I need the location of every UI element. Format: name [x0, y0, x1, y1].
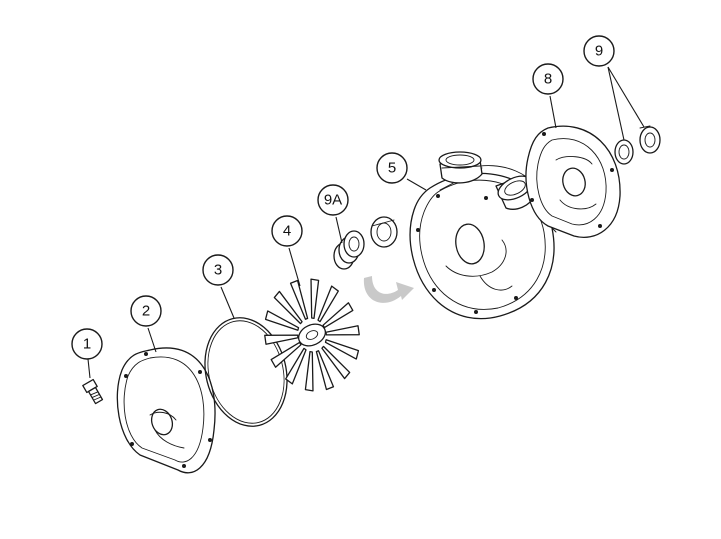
part-8-rear-plate [525, 125, 621, 238]
impeller-vane [324, 339, 360, 360]
svg-text:5: 5 [388, 160, 396, 177]
part-9-seals [614, 125, 661, 165]
callout-9: 9 [583, 35, 615, 67]
impeller-vane [315, 350, 335, 391]
callout-3: 3 [202, 254, 234, 286]
callout-1: 1 [71, 328, 103, 360]
callout-9a: 9A [317, 184, 349, 216]
impeller-vane [325, 325, 360, 336]
impeller-vane [285, 347, 307, 385]
callout-8: 8 [532, 63, 564, 95]
svg-text:1: 1 [83, 336, 91, 353]
svg-text:9: 9 [595, 43, 603, 60]
callout-4: 4 [271, 215, 303, 247]
impeller-vane [317, 285, 339, 323]
part-9a-seal [333, 216, 398, 270]
impeller-vane [322, 302, 354, 329]
svg-text:3: 3 [214, 262, 222, 279]
impeller-vane [273, 290, 303, 325]
assembly-arrow [363, 276, 414, 303]
callouts: 1 2 3 4 9A 5 8 9 [71, 35, 645, 379]
impeller-vane [270, 341, 302, 368]
part-5-pump-housing [409, 151, 557, 320]
impeller-vane [264, 334, 299, 345]
svg-text:8: 8 [544, 71, 552, 88]
callout-2: 2 [130, 295, 162, 327]
impeller-vane [264, 310, 300, 331]
part-2-front-cover [116, 347, 216, 474]
callout-5: 5 [376, 152, 408, 184]
impeller-vane [310, 278, 320, 320]
part-3-o-ring [204, 317, 288, 427]
part-1-bolt [82, 378, 104, 405]
svg-text:4: 4 [283, 223, 291, 240]
svg-text:9A: 9A [324, 192, 342, 209]
impeller-vane [321, 345, 351, 380]
part-4-impeller [264, 278, 360, 392]
svg-text:2: 2 [142, 303, 150, 320]
impeller-vane [304, 350, 314, 392]
impeller-vane [289, 279, 309, 320]
